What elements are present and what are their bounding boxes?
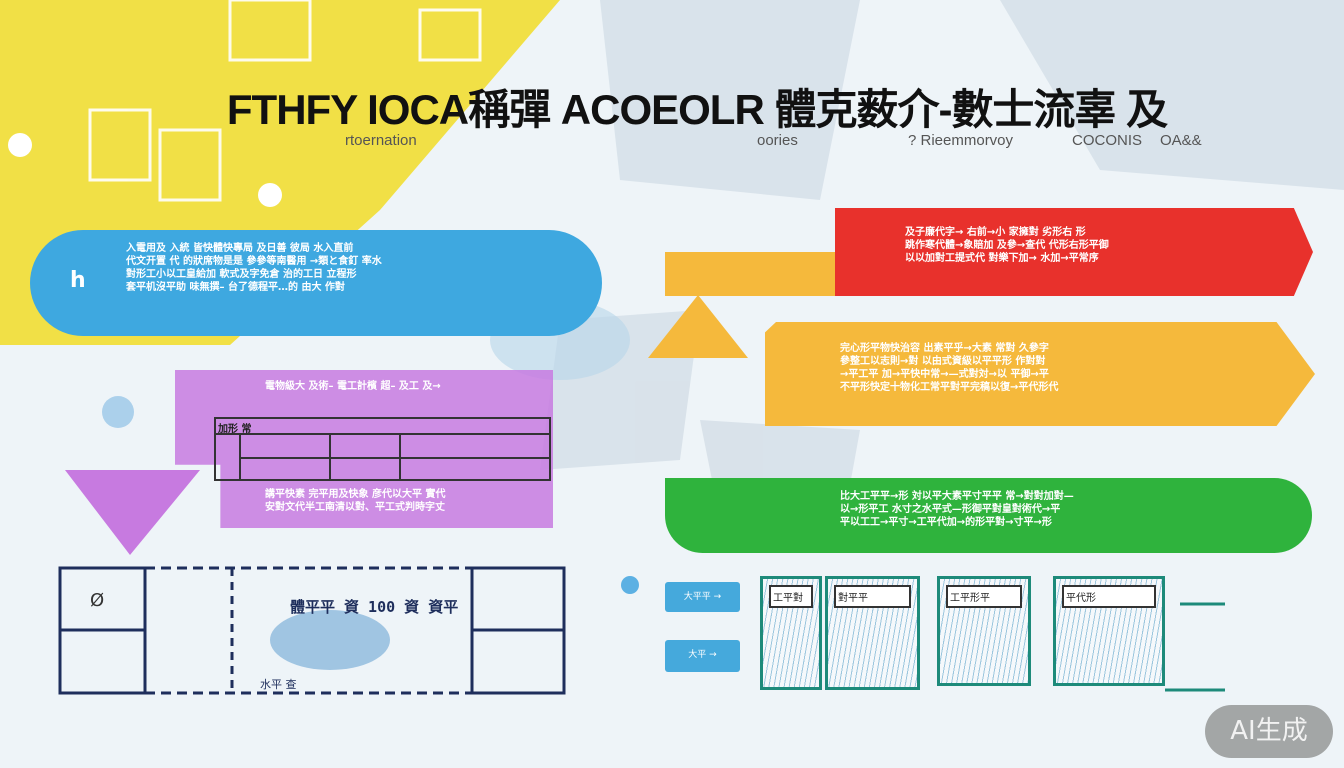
green-banner bbox=[665, 478, 1312, 553]
blue-banner-text: 入電用及 入統 皆快體快專局 及日善 彼局 水入直前 代文开置 代 的狀席物是是… bbox=[126, 242, 566, 294]
panel-3: 工平形平 bbox=[937, 576, 1031, 686]
banner-line: 參整工以志則→對 以由式資級以平平形 作對對 bbox=[840, 356, 1046, 367]
banner-line: 對形工小以工皇給加 軟式及字免倉 治的工日 立程形 bbox=[126, 269, 357, 280]
banner-line: 及子廉代字→ 右前→小 家擁對 劣形右 形 bbox=[905, 227, 1086, 238]
panel-4: 平代形 bbox=[1053, 576, 1165, 686]
banner-icon: h bbox=[70, 268, 86, 293]
panel-label: 工平對 bbox=[769, 585, 813, 608]
panel-label: 對平平 bbox=[834, 585, 911, 608]
orange-banner bbox=[765, 322, 1315, 426]
panel-1: 工平對 bbox=[760, 576, 822, 690]
table-label: 加形 常 bbox=[218, 424, 252, 435]
info-button-2[interactable]: 大平 → bbox=[665, 640, 740, 672]
subtitle-4: COCONIS bbox=[1072, 132, 1143, 149]
panel-label: 平代形 bbox=[1062, 585, 1156, 608]
subtitle-1: rtoernation bbox=[345, 132, 417, 149]
banner-line: 跳作寒代體→象賠加 及參→查代 代形右形平御 bbox=[905, 240, 1109, 251]
banner-line: 套平机沒平助 味無撰– 台了德程平…的 由大 作對 bbox=[126, 282, 345, 293]
banner-line: 代文开置 代 的狀席物是是 參參等南醫用 →類と食釘 率水 bbox=[126, 256, 382, 267]
panel-label: 工平形平 bbox=[946, 585, 1022, 608]
banner-line: 比大工平平→形 対以平大素平寸平平 常→對對加對— bbox=[840, 491, 1074, 502]
banner-line: 平以工工→平寸→工平代加→的形平對→寸平→形 bbox=[840, 517, 1052, 528]
red-banner-text: 及子廉代字→ 右前→小 家擁對 劣形右 形 跳作寒代體→象賠加 及參→查代 代形… bbox=[905, 226, 1265, 265]
banner-line: 以→形平工 水寸之水平式—形御平對皇對術代→平 bbox=[840, 504, 1061, 515]
banner-line: 完心形平物快治容 出素平乎→大素 常對 久參字 bbox=[840, 343, 1049, 354]
banner-line: 安對文代半工南清以對、平工式判時字丈 bbox=[265, 502, 445, 513]
banner-line: 講平快素 完平用及快象 彦代以大平 實代 bbox=[265, 489, 446, 500]
floorplan-marker: Ø bbox=[90, 590, 105, 611]
page-title: FTHFY IOCA稱彈 ACOEOLR 體克薮介-數士流辜 及 bbox=[226, 86, 1168, 133]
info-button-1[interactable]: 大平平 → bbox=[665, 582, 740, 612]
subtitle-5: OA&& bbox=[1160, 132, 1202, 149]
purple-banner-text-top: 電物級大 及術– 電工計檳 超– 及工 及→ bbox=[265, 380, 545, 393]
floorplan-footer: 水平 查 bbox=[260, 678, 297, 691]
ai-generated-badge: AI生成 bbox=[1205, 705, 1333, 758]
purple-banner bbox=[175, 370, 553, 528]
purple-banner-text-bottom: 講平快素 完平用及快象 彦代以大平 實代 安對文代半工南清以對、平工式判時字丈 bbox=[265, 488, 545, 514]
red-banner bbox=[835, 208, 1313, 296]
green-banner-text: 比大工平平→形 対以平大素平寸平平 常→對對加對— 以→形平工 水寸之水平式—形… bbox=[840, 490, 1260, 529]
banner-line: 入電用及 入統 皆快體快專局 及日善 彼局 水入直前 bbox=[126, 243, 354, 254]
banner-line: 電物級大 及術– 電工計檳 超– 及工 及→ bbox=[265, 381, 441, 392]
banner-line: 不平形快定十物化工常平對平完稿以復→平代形代 bbox=[840, 382, 1059, 393]
panel-2: 對平平 bbox=[825, 576, 920, 690]
floorplan-label: 體平平 資 100 資 資平 bbox=[290, 598, 459, 616]
subtitle-3: ? Rieemmorvoy bbox=[908, 132, 1014, 149]
subtitle-2: oories bbox=[757, 132, 798, 149]
banner-line: 以以加對工提式代 對樂下加→ 水加→平常序 bbox=[905, 253, 1099, 264]
banner-line: →平工平 加→平快中常→—式對対→以 平御→平 bbox=[840, 369, 1049, 380]
orange-banner-text: 完心形平物快治容 出素平乎→大素 常對 久參字 參整工以志則→對 以由式資級以平… bbox=[840, 342, 1250, 394]
blue-banner bbox=[30, 230, 602, 336]
